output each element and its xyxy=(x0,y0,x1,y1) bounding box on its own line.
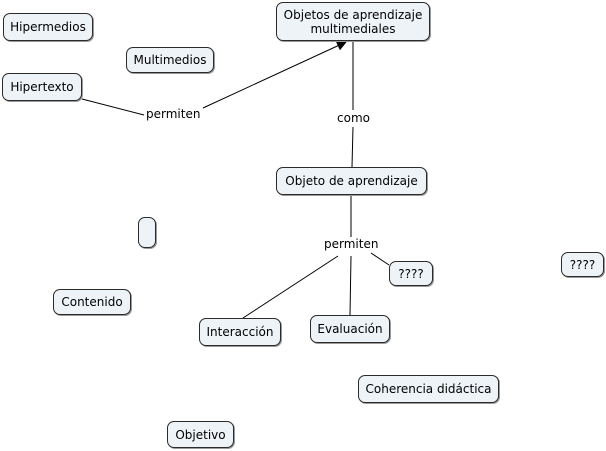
connector-permiten-objetos xyxy=(202,41,347,109)
concept-node-objetivo[interactable]: Objetivo xyxy=(167,421,234,448)
concept-label-line-1: Objetos de aprendizaje xyxy=(283,7,423,22)
link-label-como[interactable]: como xyxy=(335,111,372,125)
concept-node-evaluacion[interactable]: Evaluación xyxy=(310,315,390,343)
concept-label-line-2: multimediales xyxy=(310,21,396,36)
concept-label: Multimedios xyxy=(133,53,207,67)
concept-label: Interacción xyxy=(206,325,274,339)
concept-label: Objeto de aprendizaje xyxy=(285,174,418,188)
concept-node-coherencia-didactica[interactable]: Coherencia didáctica xyxy=(358,375,499,403)
concept-node-interaccion[interactable]: Interacción xyxy=(199,318,281,346)
concept-node-empty[interactable] xyxy=(138,217,156,248)
concept-label: Objetivo xyxy=(175,427,226,442)
link-label-permiten[interactable]: permiten xyxy=(322,237,381,251)
concept-label: Contenido xyxy=(61,295,123,309)
concept-label: ???? xyxy=(398,266,424,281)
concept-label: Evaluación xyxy=(317,322,383,336)
concept-node-hipermedios[interactable]: Hipermedios xyxy=(3,13,93,41)
concept-label: Hipermedios xyxy=(10,20,86,34)
connector-permiten-evaluacion xyxy=(349,255,352,316)
concept-node-multimedios[interactable]: Multimedios xyxy=(126,47,214,73)
concept-node-contenido[interactable]: Contenido xyxy=(53,289,131,315)
concept-label: Coherencia didáctica xyxy=(365,382,492,396)
link-label-permiten[interactable]: permiten xyxy=(144,107,203,121)
concept-node-unknown-1[interactable]: ???? xyxy=(389,261,433,286)
concept-node-objeto-aprendizaje[interactable]: Objeto de aprendizaje xyxy=(276,167,427,195)
concept-label: ???? xyxy=(569,257,596,272)
connector-permiten-interaccion xyxy=(242,255,339,319)
concept-node-hipertexto[interactable]: Hipertexto xyxy=(2,73,82,101)
connector-permiten-unknown xyxy=(370,252,390,266)
concept-node-objetos-aprendizaje-multimediales[interactable]: Objetos de aprendizaje multimediales xyxy=(276,2,430,41)
connector-hipertexto-permiten xyxy=(81,98,145,116)
concept-label: Hipertexto xyxy=(10,80,74,94)
concept-node-unknown-2[interactable]: ???? xyxy=(561,252,604,277)
connector-como-objeto xyxy=(351,126,354,168)
